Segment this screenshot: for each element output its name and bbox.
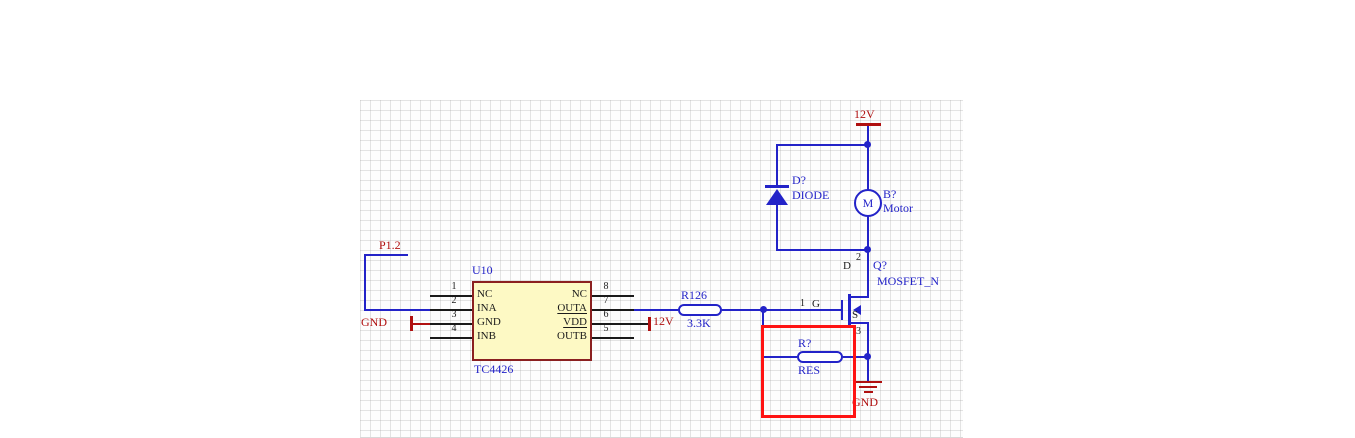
motor-designator: B?: [883, 187, 897, 201]
wire-r126-to-gate: [722, 309, 843, 311]
junction-dot-top: [864, 141, 871, 148]
pin-number: 8: [603, 281, 609, 292]
gnd-symbol-bar1-icon: [854, 381, 882, 383]
wire-12v-to-motor: [867, 126, 869, 190]
wire-diode-anode: [776, 205, 778, 251]
pin-number: 7: [603, 295, 609, 306]
wire-p12-vertical: [364, 254, 366, 311]
motor-symbol: M: [854, 189, 882, 217]
mosfet-arrow-icon: [853, 305, 861, 315]
pin-name-nc: NC: [477, 288, 493, 300]
gnd-bottom-label: GND: [852, 395, 878, 409]
wire-diode-cathode: [776, 144, 778, 188]
mosfet-gate-bar-icon: [841, 300, 843, 320]
power-bar-12v-vdd-icon: [648, 317, 651, 331]
pin-name-nc2: NC: [571, 288, 587, 300]
wire-motor-bottom: [867, 216, 869, 251]
wire-drain: [867, 249, 869, 298]
motor-value: Motor: [883, 201, 913, 215]
resistor-gate-body: [797, 351, 843, 363]
wire-p12-to-ina: [364, 309, 430, 311]
pin-line-7: [592, 309, 634, 311]
pin-number: 4: [451, 323, 457, 334]
wire-p12-stub: [365, 254, 408, 256]
power-label-12v-vdd: 12V: [653, 314, 674, 328]
pin-line-6: [592, 323, 648, 325]
diode-cathode-bar-icon: [765, 185, 789, 188]
gnd-left-label: GND: [361, 315, 387, 329]
highlight-rectangle: [761, 325, 856, 418]
wire-top-branch: [776, 144, 869, 146]
gnd-symbol-bar3-icon: [864, 391, 873, 393]
resistor-gate-value: RES: [798, 363, 821, 377]
pin-line-4: [430, 337, 472, 339]
mosfet-gate-pin-number: 1: [800, 298, 805, 309]
gnd-symbol-bar2-icon: [859, 386, 877, 388]
mosfet-source-pin-number: 3: [856, 326, 861, 337]
power-label-12v-top: 12V: [854, 107, 875, 121]
mosfet-drain-label: D: [843, 260, 851, 272]
mosfet-source-label: S: [852, 309, 859, 321]
pin-line-1: [430, 295, 472, 297]
mosfet-drain-pin-number: 2: [856, 252, 861, 263]
wire-source-to-gnd: [867, 322, 869, 382]
resistor-r126-value: 3.3K: [687, 316, 711, 330]
pin-number: 5: [603, 323, 609, 334]
pin-number: 6: [603, 309, 609, 320]
pin-number: 1: [451, 281, 457, 292]
pin-name-outb: OUTB: [557, 330, 587, 342]
mosfet-source-stub: [851, 322, 868, 324]
motor-letter: M: [862, 195, 874, 210]
gnd-left-bar-icon: [410, 316, 413, 331]
resistor-gate-designator: R?: [798, 336, 812, 350]
diode-value: DIODE: [792, 188, 830, 202]
mosfet-part-comment: MOSFET_N: [877, 274, 940, 288]
diode-triangle-icon: [766, 189, 788, 205]
pin-line-8: [592, 295, 634, 297]
ic-body-tc4426: [472, 281, 592, 361]
power-bar-12v-top-icon: [856, 123, 881, 126]
pin-name-vdd: VDD: [563, 316, 587, 328]
ic-part-comment: TC4426: [474, 362, 514, 376]
wire-outa-to-r126: [634, 309, 678, 311]
mosfet-drain-stub: [851, 296, 868, 298]
ic-designator: U10: [472, 263, 493, 277]
pin-name-ina: INA: [477, 302, 497, 314]
diode-designator: D?: [792, 173, 806, 187]
resistor-r126-designator: R126: [681, 288, 708, 302]
pin-number: 2: [451, 295, 457, 306]
pin-line-3: [430, 323, 472, 325]
schematic-sheet-grid: [360, 100, 963, 438]
pin-line-5: [592, 337, 634, 339]
mosfet-channel-bar-icon: [848, 294, 851, 326]
gnd-left-connector: [412, 323, 430, 325]
mosfet-designator: Q?: [873, 258, 887, 272]
pin-name-inb: INB: [477, 330, 496, 342]
pin-line-2: [430, 309, 472, 311]
net-label-p1-2: P1.2: [379, 238, 401, 252]
mosfet-gate-label: G: [812, 298, 820, 310]
pin-number: 3: [451, 309, 457, 320]
wire-bottom-branch: [776, 249, 869, 251]
pin-name-gnd: GND: [477, 316, 501, 328]
pin-name-outa: OUTA: [557, 302, 587, 314]
wire-rgate-left: [762, 356, 797, 358]
resistor-r126-body: [678, 304, 722, 316]
